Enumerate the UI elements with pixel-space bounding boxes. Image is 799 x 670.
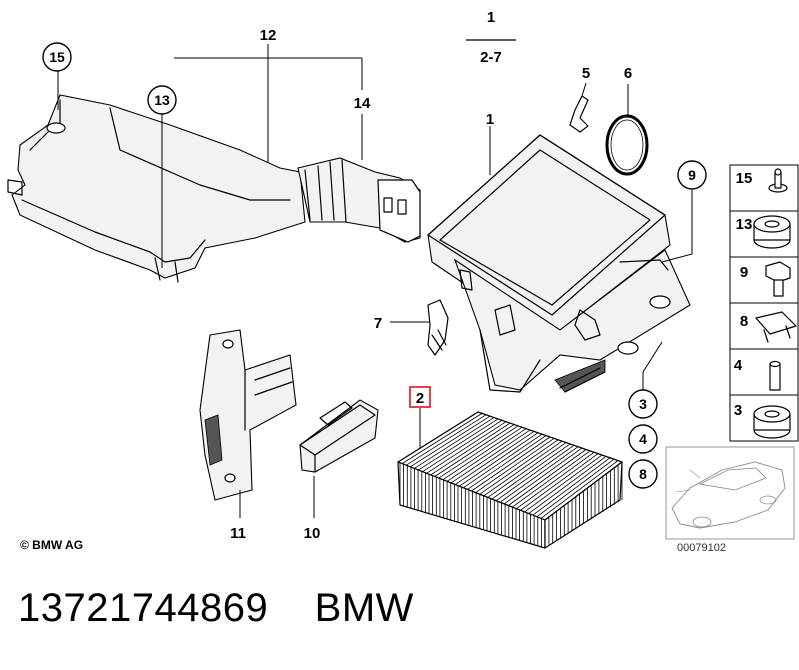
hex-bolt-9-icon	[765, 261, 791, 297]
callout-3-circle	[628, 389, 658, 419]
callout-9-circle	[677, 160, 707, 190]
o-ring-drawing	[605, 114, 649, 176]
bracket-drawing	[199, 329, 297, 501]
legend-number-13: 13	[736, 216, 753, 233]
callout-9: 9	[688, 167, 696, 183]
callout-13: 13	[154, 92, 170, 108]
callout-13-circle	[147, 85, 177, 115]
grommet-13-icon	[753, 215, 791, 249]
side-legend-grid: 15 13 9 8 4 3	[729, 164, 799, 442]
clip-drawing	[569, 95, 589, 133]
callout-1: 1	[486, 111, 494, 128]
part-callouts: 12 14 1 5 6 7 11 10 2 15 13 9 3 4 8	[42, 27, 707, 542]
brand-name: BMW	[314, 586, 414, 630]
intake-duct-drawing	[7, 94, 306, 283]
legend-number-4: 4	[734, 357, 743, 374]
callout-4: 4	[639, 431, 647, 447]
callout-2: 2	[416, 390, 424, 407]
legend-number-9: 9	[740, 264, 748, 281]
callout-2-highlight-box	[409, 386, 431, 408]
callout-4-circle	[628, 424, 658, 454]
callout-6: 6	[624, 65, 632, 82]
copyright-notice: © BMW AG	[20, 538, 84, 552]
callout-14: 14	[354, 95, 371, 112]
header-bottom-label: 2-7	[480, 49, 502, 66]
callout-7: 7	[374, 315, 382, 332]
air-filter-element-drawing	[397, 411, 623, 549]
callout-5: 5	[582, 65, 590, 82]
clip-8-icon	[755, 311, 797, 343]
legend-number-15: 15	[736, 170, 753, 187]
foam-pad-drawing	[299, 399, 379, 473]
part-number-line: 13721744869 BMW	[18, 586, 414, 631]
leader-lines	[57, 44, 693, 518]
intake-hose-drawing	[297, 157, 421, 243]
grommet-3-icon	[753, 405, 791, 439]
header-top-label: 1	[487, 9, 495, 26]
vehicle-inset	[665, 446, 795, 540]
callout-15: 15	[49, 49, 65, 65]
callout-10: 10	[304, 525, 321, 542]
sensor-clip-drawing	[427, 299, 449, 356]
callout-8-circle	[628, 459, 658, 489]
legend-number-8: 8	[740, 313, 748, 330]
spacer-4-icon	[769, 360, 781, 391]
callout-11: 11	[230, 525, 246, 542]
air-filter-housing-drawing	[427, 134, 691, 393]
callout-12: 12	[260, 27, 277, 44]
legend-number-3: 3	[734, 402, 742, 419]
callout-15-circle	[42, 42, 72, 72]
callout-3: 3	[639, 396, 647, 412]
bolt-15-icon	[768, 168, 788, 193]
callout-8: 8	[639, 466, 647, 482]
diagram-reference-code: 00079102	[677, 542, 726, 554]
part-number: 13721744869	[18, 586, 269, 630]
